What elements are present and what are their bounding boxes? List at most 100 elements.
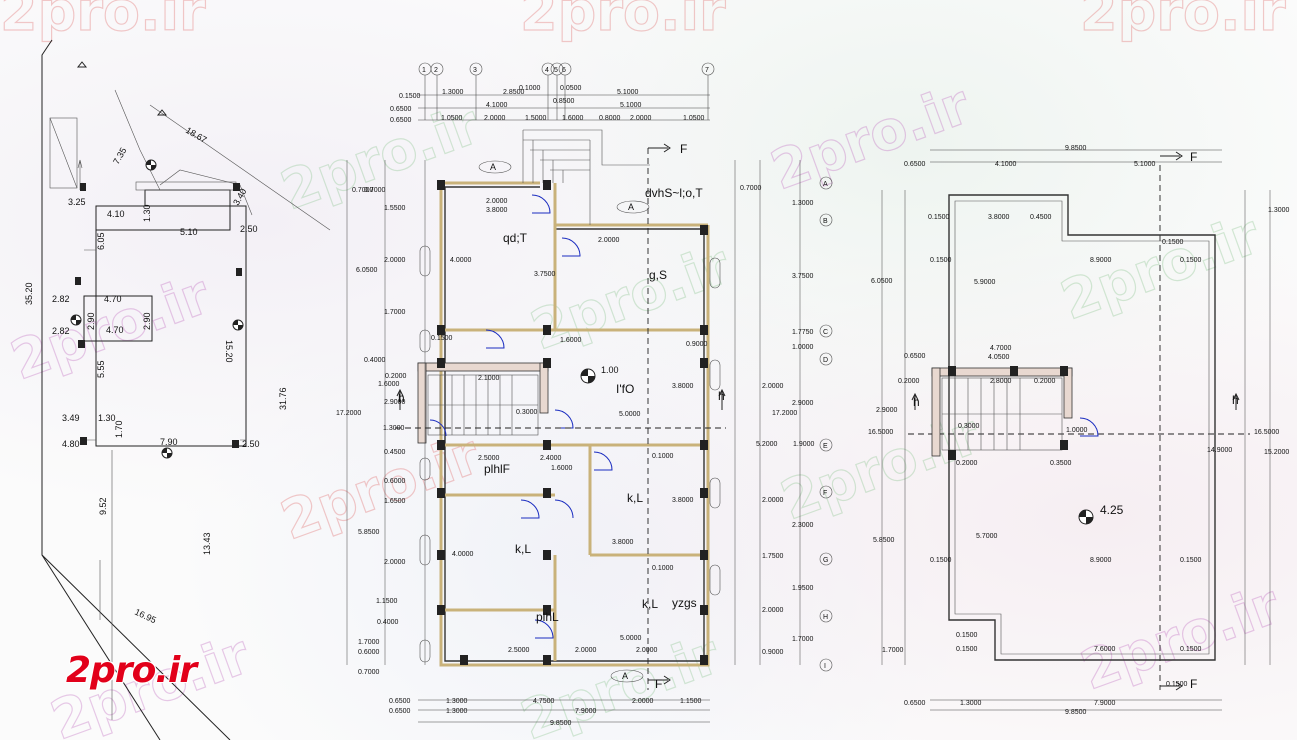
svg-text:1.7000: 1.7000 (384, 309, 406, 316)
svg-text:0.1500: 0.1500 (956, 646, 978, 653)
roof-dimensions: 9.8500 0.6500 4.1000 5.1000 6.0500 2.900… (868, 145, 1290, 716)
svg-text:h: h (1232, 393, 1239, 407)
svg-text:4.70: 4.70 (106, 325, 124, 335)
svg-text:5.1000: 5.1000 (620, 102, 642, 109)
svg-text:0.8500: 0.8500 (553, 98, 575, 105)
svg-text:plhL: plhL (536, 610, 559, 624)
svg-text:1.00: 1.00 (601, 365, 619, 375)
svg-text:1.3000: 1.3000 (446, 708, 468, 715)
svg-text:15.2000: 15.2000 (1264, 449, 1289, 456)
svg-text:1.6000: 1.6000 (551, 465, 573, 472)
svg-text:4.10: 4.10 (107, 209, 125, 219)
svg-text:0.3500: 0.3500 (1050, 460, 1072, 467)
svg-text:7: 7 (705, 67, 709, 74)
svg-text:3.8000: 3.8000 (988, 214, 1010, 221)
svg-text:0.1500: 0.1500 (1180, 557, 1202, 564)
svg-text:5.10: 5.10 (180, 227, 198, 237)
site-logo[interactable]: 2pro.ir (66, 650, 197, 691)
svg-text:0.7000: 0.7000 (352, 187, 374, 194)
svg-text:2.1000: 2.1000 (478, 375, 500, 382)
svg-text:4.1000: 4.1000 (486, 102, 508, 109)
svg-text:4: 4 (545, 67, 549, 74)
watermark-text: 2pro.ir (773, 403, 988, 533)
svg-text:0.4500: 0.4500 (384, 449, 406, 456)
svg-text:1.3000: 1.3000 (442, 89, 464, 96)
svg-text:0.9000: 0.9000 (762, 649, 784, 656)
svg-text:1.3000: 1.3000 (960, 700, 982, 707)
svg-text:9.8500: 9.8500 (1065, 145, 1087, 152)
svg-text:F: F (823, 490, 827, 497)
svg-text:h: h (913, 395, 920, 409)
svg-text:1.6000: 1.6000 (562, 115, 584, 122)
svg-text:0.9000: 0.9000 (686, 341, 708, 348)
svg-text:qd;T: qd;T (503, 231, 528, 245)
svg-text:7.90: 7.90 (160, 437, 178, 447)
doors (429, 194, 613, 639)
svg-text:0.1500: 0.1500 (1180, 646, 1202, 653)
svg-text:0.0500: 0.0500 (560, 85, 582, 92)
right-dimensions: 0.7000 1.3000 3.7500 1.7750 1.0000 2.000… (740, 185, 815, 656)
svg-text:3.49: 3.49 (62, 413, 80, 423)
svg-text:0.7000: 0.7000 (358, 669, 380, 676)
interior-dimensions: 2.0000 3.8000 3.7500 2.0000 4.0000 1.600… (385, 198, 708, 654)
svg-text:2.9000: 2.9000 (876, 407, 898, 414)
svg-text:2.9000: 2.9000 (792, 400, 814, 407)
svg-text:31.76: 31.76 (278, 387, 288, 410)
svg-text:0.1500: 0.1500 (930, 257, 952, 264)
svg-text:dvhS~l;o,T: dvhS~l;o,T (645, 186, 703, 200)
svg-text:2.82: 2.82 (52, 326, 70, 336)
roof-section-mark: F (1190, 677, 1197, 691)
svg-text:1.7500: 1.7500 (762, 553, 784, 560)
grid-row-markers: A B C D E F G H I (819, 176, 833, 672)
svg-text:7.9000: 7.9000 (1094, 700, 1116, 707)
svg-text:5.2000: 5.2000 (756, 441, 778, 448)
svg-text:4.70: 4.70 (104, 294, 122, 304)
svg-text:1.5500: 1.5500 (384, 205, 406, 212)
svg-text:1.0000: 1.0000 (792, 344, 814, 351)
svg-text:7.35: 7.35 (111, 146, 128, 166)
svg-text:3.8000: 3.8000 (612, 539, 634, 546)
svg-text:3.8000: 3.8000 (672, 383, 694, 390)
svg-text:I'fO: I'fO (616, 382, 634, 396)
svg-text:0.3000: 0.3000 (516, 409, 538, 416)
watermark-text: 2pro.ir (520, 0, 726, 43)
svg-text:2.5000: 2.5000 (478, 455, 500, 462)
svg-text:18.67: 18.67 (184, 125, 209, 145)
svg-text:1.3000: 1.3000 (1268, 207, 1290, 214)
svg-text:17.2000: 17.2000 (772, 410, 797, 417)
svg-text:1.7000: 1.7000 (358, 639, 380, 646)
columns (437, 180, 708, 665)
svg-text:h: h (718, 389, 725, 403)
svg-text:g,S: g,S (649, 268, 667, 282)
svg-text:H: H (823, 614, 828, 621)
svg-text:2.50: 2.50 (242, 439, 260, 449)
svg-text:8.9000: 8.9000 (1090, 257, 1112, 264)
svg-text:2.0000: 2.0000 (630, 115, 652, 122)
svg-text:h: h (398, 391, 405, 405)
svg-text:0.1500: 0.1500 (928, 214, 950, 221)
svg-text:0.1500: 0.1500 (1180, 257, 1202, 264)
svg-text:1.30: 1.30 (142, 204, 152, 222)
svg-text:3.8000: 3.8000 (486, 207, 508, 214)
svg-text:0.6500: 0.6500 (389, 698, 411, 705)
svg-text:3.7500: 3.7500 (792, 273, 814, 280)
svg-text:4.0000: 4.0000 (450, 257, 472, 264)
svg-text:7.6000: 7.6000 (1094, 646, 1116, 653)
svg-text:1.3000: 1.3000 (383, 425, 405, 432)
watermark-text: 2pro.ir (0, 0, 206, 43)
svg-text:E: E (823, 443, 828, 450)
svg-text:0.2000: 0.2000 (956, 460, 978, 467)
svg-text:1.7000: 1.7000 (792, 636, 814, 643)
watermark-text: 2pro.ir (1053, 203, 1268, 333)
svg-text:6.0500: 6.0500 (871, 278, 893, 285)
svg-text:0.2000: 0.2000 (1034, 378, 1056, 385)
svg-text:0.1000: 0.1000 (652, 453, 674, 460)
svg-text:1: 1 (422, 67, 426, 74)
svg-text:9.8500: 9.8500 (1065, 709, 1087, 716)
watermark-text: 2pro.ir (273, 423, 488, 553)
svg-text:G: G (823, 557, 828, 564)
svg-text:5.55: 5.55 (96, 360, 106, 378)
svg-text:0.8000: 0.8000 (599, 115, 621, 122)
svg-text:2.0000: 2.0000 (762, 383, 784, 390)
ground-floor-plan: 1 2 3 4 5 6 7 A B C D E F G H I 0.1500 1… (336, 62, 833, 727)
